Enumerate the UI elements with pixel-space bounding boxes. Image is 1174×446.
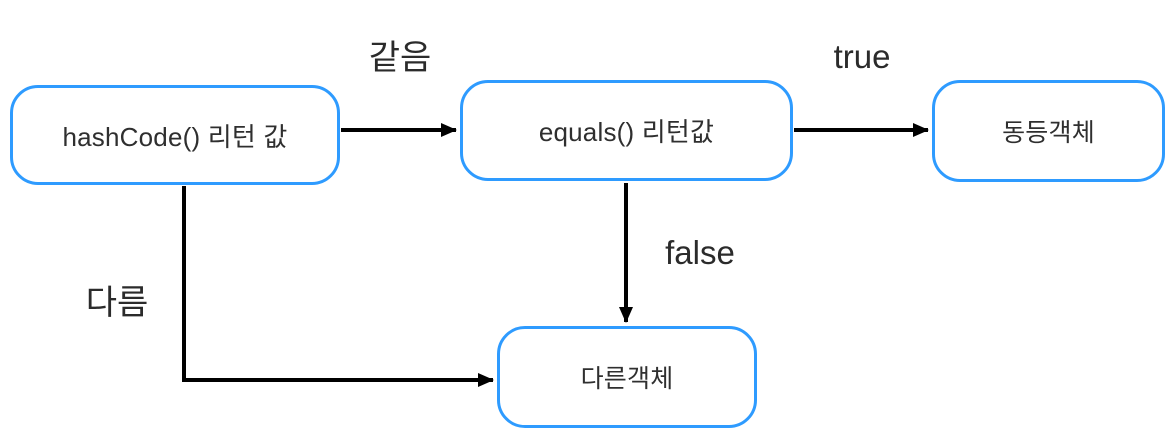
edge-label-same: 같음 (368, 39, 432, 77)
edge-label-true: true (833, 38, 891, 75)
node-equal-object: 동등객체 (932, 80, 1165, 182)
node-different-object: 다른객체 (497, 326, 757, 428)
arrow-hashcode-to-different-object (182, 186, 494, 387)
node-hashcode-return-value: hashCode() 리턴 값 (10, 85, 340, 185)
node-equals-return-value: equals() 리턴값 (460, 80, 793, 181)
node-label: 동등객체 (1002, 119, 1095, 147)
node-label: hashCode() 리턴 값 (62, 121, 288, 152)
edge-label-different: 다름 (85, 284, 149, 322)
node-label: 다른객체 (580, 365, 674, 393)
edge-label-false: false (665, 234, 735, 271)
node-label: equals() 리턴값 (538, 117, 715, 147)
